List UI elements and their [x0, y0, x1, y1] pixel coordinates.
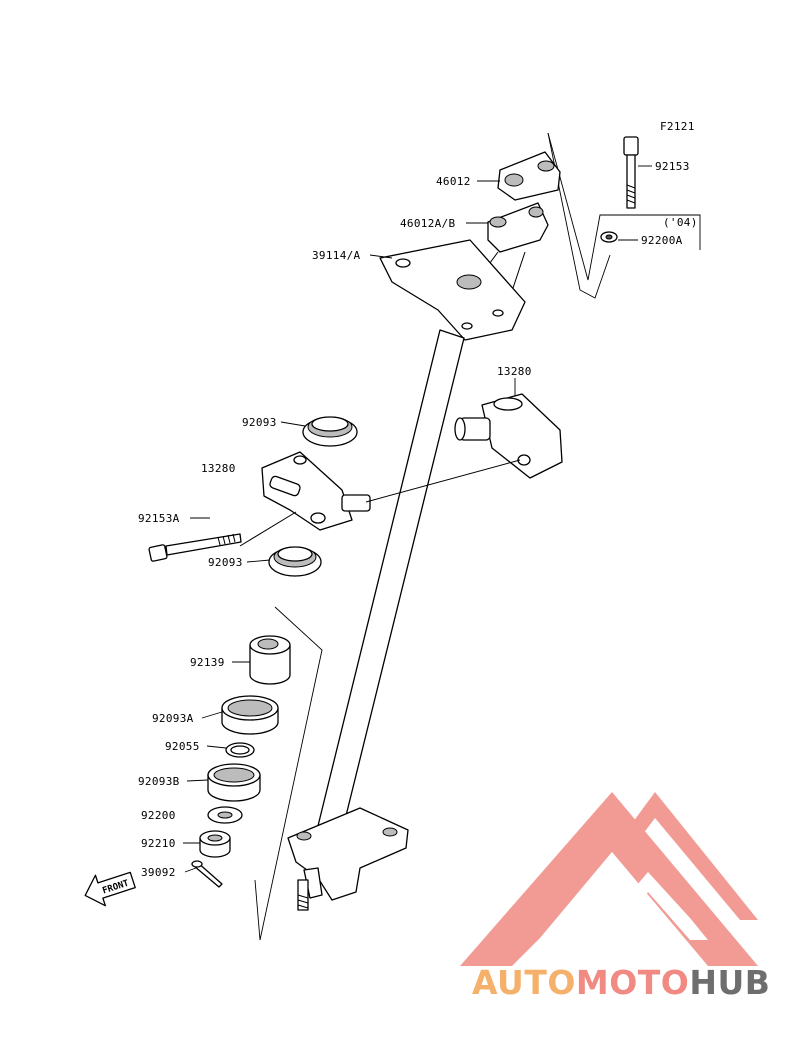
label-13280-left: 13280: [201, 462, 236, 475]
front-arrow: FRONT: [84, 871, 136, 907]
label-13280-right: 13280: [497, 365, 532, 378]
label-92153: 92153: [655, 160, 690, 173]
stem-head-39114: [379, 239, 526, 341]
part-labels: 92153 46012 46012A/B ('04) 92200A 39114/…: [138, 160, 698, 879]
label-leaders: [183, 165, 652, 873]
label-92153a: 92153A: [138, 512, 180, 525]
bushing-92093-lower: [268, 546, 322, 577]
holder-guide-line-2: [547, 132, 611, 299]
bearing-guide-line: [254, 606, 323, 941]
label-92055: 92055: [165, 740, 200, 753]
watermark-hub: HUB: [689, 963, 770, 1002]
washer-92200: [207, 806, 243, 824]
label-92093a: 92093A: [152, 712, 194, 725]
figure-code: F2121: [660, 120, 695, 133]
bolt-axis-line-2: [239, 511, 297, 547]
watermark-text: AUTOMOTOHUB: [472, 963, 770, 1002]
washer-92200a: [600, 231, 618, 243]
bolt-92153: [623, 136, 639, 209]
label-46012ab: 46012A/B: [400, 217, 455, 230]
label-39092: 39092: [141, 866, 176, 879]
shaft-holder-13280-left: [261, 451, 371, 531]
holder-guide-line: [547, 132, 701, 281]
watermark-auto: AUTO: [472, 963, 576, 1002]
watermark-logo: [460, 792, 758, 966]
label-46012: 46012: [436, 175, 471, 188]
label-92200: 92200: [141, 809, 176, 822]
logo-right-peak: [630, 792, 758, 920]
seal-92093b: [207, 763, 261, 802]
cotter-pin-39092: [191, 860, 223, 888]
lower-clamp-46012ab: [487, 202, 549, 253]
bolt-axis-line: [365, 459, 521, 503]
seal-92093a: [221, 695, 279, 735]
label-92200a: 92200A: [641, 234, 683, 247]
steering-shaft: [287, 329, 465, 911]
nut-92210: [199, 830, 231, 858]
label-92093-lower: 92093: [208, 556, 243, 569]
label-92093b: 92093B: [138, 775, 180, 788]
shaft-holder-13280-right: [454, 393, 563, 479]
watermark-moto: MOTO: [576, 963, 689, 1002]
bushing-92093-upper: [302, 416, 358, 447]
bolt-92153a: [148, 533, 242, 562]
year-note: ('04): [663, 216, 698, 229]
label-92139: 92139: [190, 656, 225, 669]
collar-92139: [249, 635, 291, 685]
upper-clamp-46012: [497, 151, 561, 201]
label-92210: 92210: [141, 837, 176, 850]
logo-inner-mark: [558, 852, 708, 940]
label-92093-upper: 92093: [242, 416, 277, 429]
label-39114a: 39114/A: [312, 249, 361, 262]
oring-92055: [225, 742, 255, 758]
